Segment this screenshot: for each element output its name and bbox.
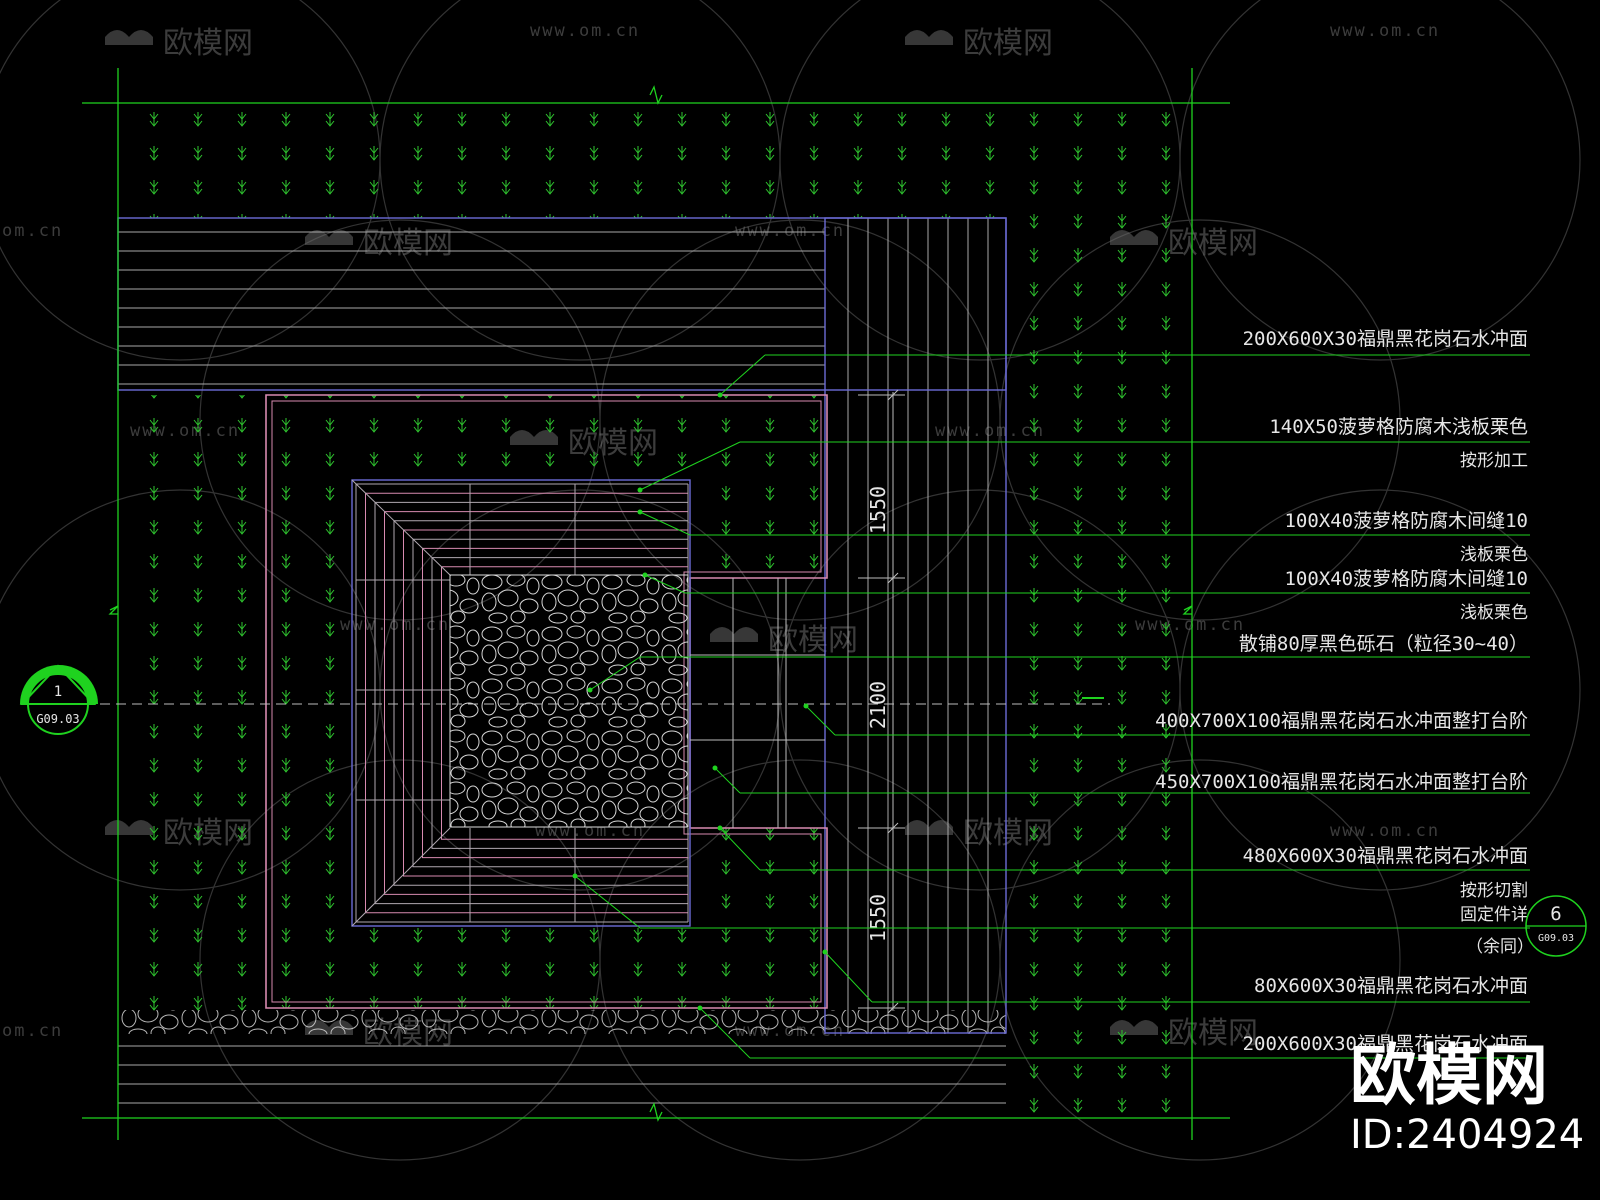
deck-plank [384,511,688,895]
leader [719,354,766,396]
leader [639,441,741,491]
annotation-2-sub: 按形加工 [1460,451,1528,471]
deck-plank [374,501,688,905]
leader-dot [587,687,593,693]
gravel-strip [118,1010,1006,1034]
watermark-logo-text: 欧模网 [163,26,253,61]
annotation-8: 480X600X30福鼎黑花岗石水冲面 [1243,845,1528,867]
annotation-5: 散铺80厚黑色砾石（粒径30~40） [1239,633,1528,655]
timber-deck [351,479,689,927]
deck-mitre [351,479,451,576]
watermark-url: om.cn [2,221,63,241]
leader-dot [822,949,828,955]
frame-lines [82,68,1230,1140]
watermark-logo-icon [105,30,153,45]
dim-top: 1550 [866,486,890,534]
leader-dot [637,487,643,493]
watermark-logo-icon [905,30,953,45]
leader [824,951,873,1003]
watermark-url: www.om.cn [1330,21,1440,41]
deck-mitre [351,827,451,927]
leader [574,875,641,929]
watermark-ring [999,759,1401,1161]
watermark-url: www.om.cn [340,615,450,635]
annotation-3: 100X40菠萝格防腐木间缝10 [1284,510,1528,532]
section-number: 1 [54,684,62,700]
leader-dot [572,873,578,879]
leader [805,705,836,736]
leader [714,767,741,794]
dim-bottom: 1550 [866,894,890,942]
annotation-1: 200X600X30福鼎黑花岗石水冲面 [1243,328,1528,350]
detail-number: 6 [1550,903,1561,925]
watermark-ring [999,219,1401,621]
leader [719,827,761,871]
watermark-url: www.om.cn [530,21,640,41]
brand-name: 欧模网 [1350,1037,1548,1114]
deck-plank [393,520,688,886]
leader-dot [642,572,648,578]
leader-dot [637,509,643,515]
leader-lines [572,354,1530,1059]
watermark-logo-icon [905,820,953,835]
leader-dot [697,1005,703,1011]
pebble-center [449,574,689,828]
annotations: 200X600X30福鼎黑花岗石水冲面 140X50菠萝格防腐木浅板栗色 按形加… [1155,328,1534,1055]
watermark-url: www.om.cn [1330,821,1440,841]
leader-dot [712,765,718,771]
annotation-7: 450X700X100福鼎黑花岗石水冲面整打台阶 [1155,771,1528,793]
watermark-logo-icon [305,230,353,245]
grass-planting [118,103,1190,1116]
leader [699,1007,751,1059]
deck-plank [412,538,688,868]
annotation-8-sub2: 固定件详 [1460,905,1528,925]
annotation-10: 80X600X30福鼎黑花岗石水冲面 [1254,975,1528,997]
leader-dot [717,392,723,398]
leader [644,574,686,594]
annotation-4: 100X40菠萝格防腐木间缝10 [1284,568,1528,590]
leader [639,511,691,536]
brand-id: ID:2404924 [1350,1112,1584,1158]
deck-plank [422,547,688,859]
annotation-8-sub1: 按形切割 [1460,881,1528,901]
dimension-line [858,389,905,1014]
annotation-6: 400X700X100福鼎黑花岗石水冲面整打台阶 [1155,710,1528,732]
annotation-4-sub: 浅板栗色 [1460,603,1528,623]
granite-paving [118,218,1006,1104]
detail-marker: 6 G09.03 [1525,895,1587,957]
annotation-9: （余同） [1466,937,1534,957]
watermark-url: www.om.cn [735,221,845,241]
brand-block: 欧模网 ID:2404924 [1350,1037,1584,1158]
section-sheet: G09.03 [36,712,79,726]
watermark-logo-text: 欧模网 [363,226,453,261]
watermark-logo-text: 欧模网 [768,623,858,658]
watermark-logo-text: 欧模网 [963,26,1053,61]
watermark-logo-icon [710,627,758,642]
deck-plank [365,492,688,914]
detail-sheet: G09.03 [1538,933,1574,944]
dim-middle: 2100 [866,681,890,729]
deck-plank [431,557,688,849]
annotation-3-sub: 浅板栗色 [1460,545,1528,565]
leader [589,656,641,691]
annotation-2: 140X50菠萝格防腐木浅板栗色 [1269,416,1528,438]
watermark-url: om.cn [2,1021,63,1041]
deck-plank [441,566,688,840]
watermark-ring [1179,0,1581,361]
leader-dot [803,703,809,709]
leader-dot [717,825,723,831]
annotation-11: 200X600X30福鼎黑花岗石水冲面 [1243,1033,1528,1055]
section-marker: 1 G09.03 [19,664,98,735]
deck-plank [403,529,688,877]
deck-plank [355,483,688,923]
